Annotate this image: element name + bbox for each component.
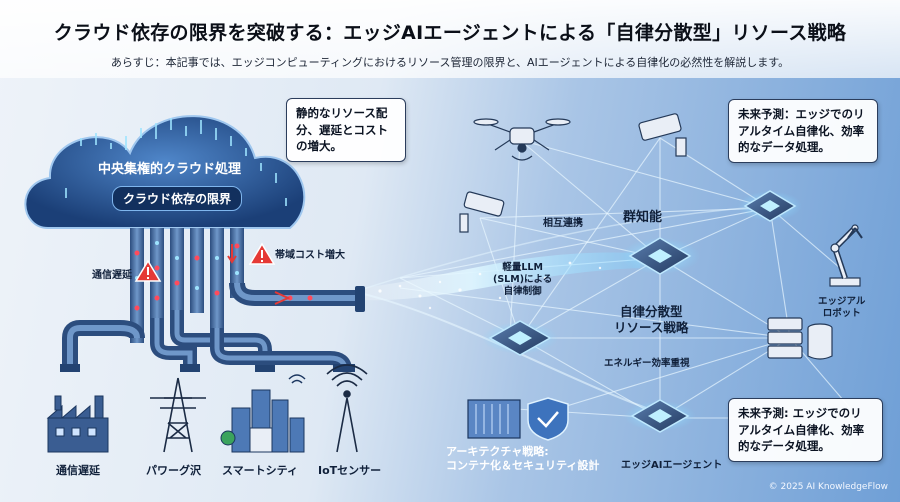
callout-future-bottom: 未来予測: エッジでのリアルタイム自律化、効率的なデータ処理。 [728,398,883,463]
label-architecture: アーキテクチャ戦略: コンテナ化＆セキュリティ設計 [446,445,600,473]
chip-slm [482,320,558,356]
cloud-label-bottom: クラウド依存の限界 [112,186,243,211]
chip-edge-agent [624,399,696,433]
label-slm: 軽量LLM (SLM)による 自律制御 [493,262,553,297]
warning-label-latency: 通信遅延 [92,270,132,281]
cloud-label-top: 中央集権的クラウド処理 [98,162,242,177]
bottom-label-2: スマートシティ [222,464,299,477]
bottom-label-1: パワーグ沢 [146,464,201,477]
label-mutual: 相互連携 [543,218,583,229]
city-icon [220,374,306,453]
drone-icon [473,118,571,161]
copyright: © 2025 AI KnowledgeFlow [768,482,888,492]
warning-icon-bandwidth [248,242,276,265]
label-edge-agent: エッジAIエージェント [621,460,723,471]
robot-arm-icon [829,224,863,287]
chip-top-right [738,190,802,222]
warning-icon-latency [134,259,162,282]
callout-future-top: 未来予測：エッジでのリアルタイム自律化、効率的なデータ処理。 [728,99,878,164]
warning-label-bandwidth: 帯域コスト増大 [275,250,345,261]
bottom-label-3: IoTセンサー [318,464,382,477]
chip-swarm [620,237,700,275]
pipes [60,228,365,372]
bottom-label-0: 通信遅延 [56,464,100,477]
label-energy: エネルギー効率重視 [604,358,690,369]
camera-icon-top [638,113,687,157]
label-swarm: 群知能 [623,210,663,225]
iot-antenna-icon [326,364,368,453]
factory-icon [46,395,109,453]
callout-static-allocation: 静的なリソース配分、遅延とコストの増大。 [286,98,406,163]
power-tower-icon [150,377,206,453]
shield-icon [527,397,569,441]
header: クラウド依存の限界を突破する：エッジAIエージェントによる「自律分散型」リソース… [0,0,900,78]
server-icon [767,317,833,360]
container-icon [467,399,521,439]
page-subtitle: あらすじ：本記事では、エッジコンピューティングにおけるリソース管理の限界と、AI… [110,56,790,69]
page-title: クラウド依存の限界を突破する：エッジAIエージェントによる「自律分散型」リソース… [53,22,847,44]
camera-icon-left [459,191,505,233]
label-strategy: 自律分散型 リソース戦略 [614,304,689,336]
label-robot: エッジアル ロボット [818,296,866,319]
